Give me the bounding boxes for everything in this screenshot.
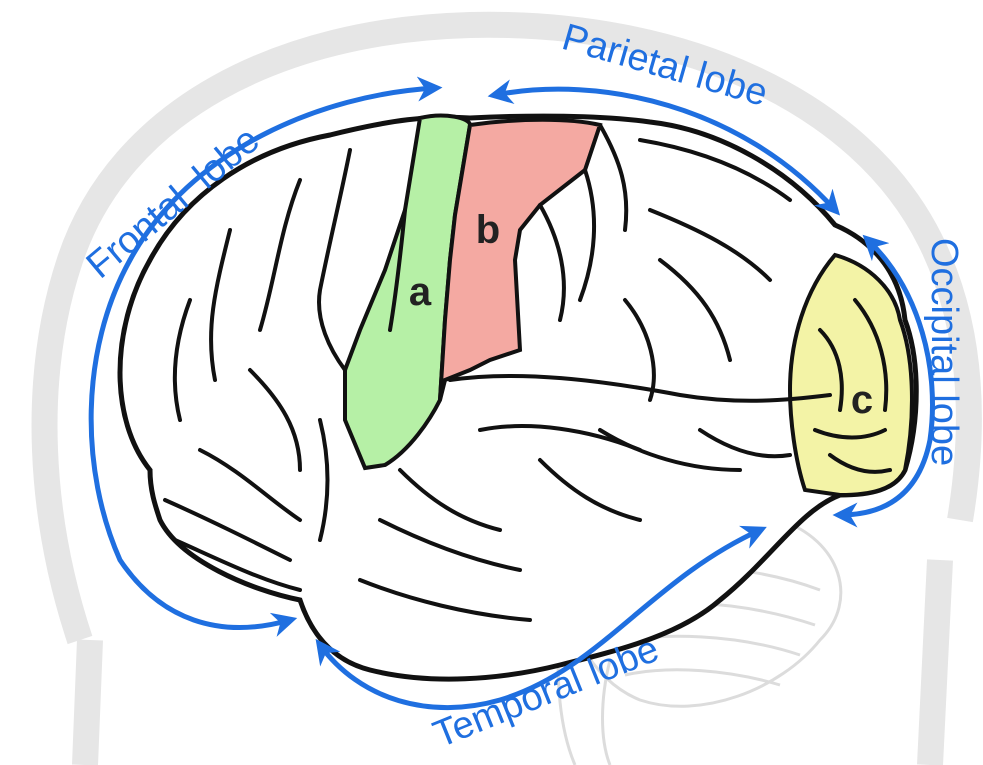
area-b-label: b	[476, 208, 500, 252]
occipital-lobe-label: Occipital lobe	[923, 238, 965, 466]
area-a-label: a	[409, 270, 432, 314]
parietal-lobe-label: Parietal lobe	[558, 16, 773, 115]
brain	[120, 116, 916, 680]
area-c-label: c	[851, 378, 873, 422]
